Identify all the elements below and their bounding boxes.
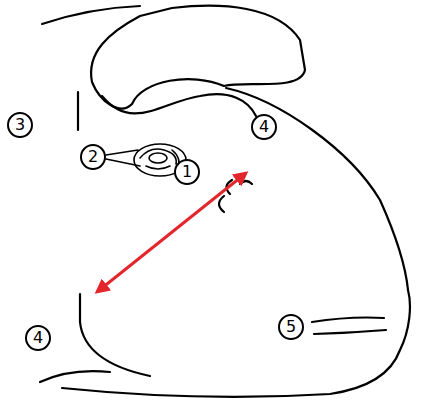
leader-line bbox=[106, 159, 140, 166]
measurement-arrow bbox=[97, 173, 246, 292]
cheek-outline bbox=[80, 294, 150, 376]
callout-number: 1 bbox=[174, 159, 200, 185]
outline-line bbox=[40, 371, 110, 382]
inner-curve bbox=[102, 94, 256, 116]
cap-outline bbox=[91, 6, 305, 109]
callout-number: 4 bbox=[251, 114, 277, 140]
callout-number: 4 bbox=[25, 325, 51, 351]
callout-number: 2 bbox=[80, 144, 106, 170]
outline-line bbox=[77, 92, 79, 130]
callout-number: 3 bbox=[7, 112, 33, 138]
callout-number: 5 bbox=[278, 314, 304, 340]
jaw-outline bbox=[62, 290, 410, 397]
mouth-line bbox=[312, 318, 384, 323]
outline-line bbox=[42, 6, 140, 24]
mark bbox=[219, 196, 224, 212]
mark bbox=[240, 181, 252, 184]
mouth-line bbox=[314, 330, 386, 334]
leader-line bbox=[106, 150, 138, 155]
head-outline bbox=[226, 88, 408, 290]
